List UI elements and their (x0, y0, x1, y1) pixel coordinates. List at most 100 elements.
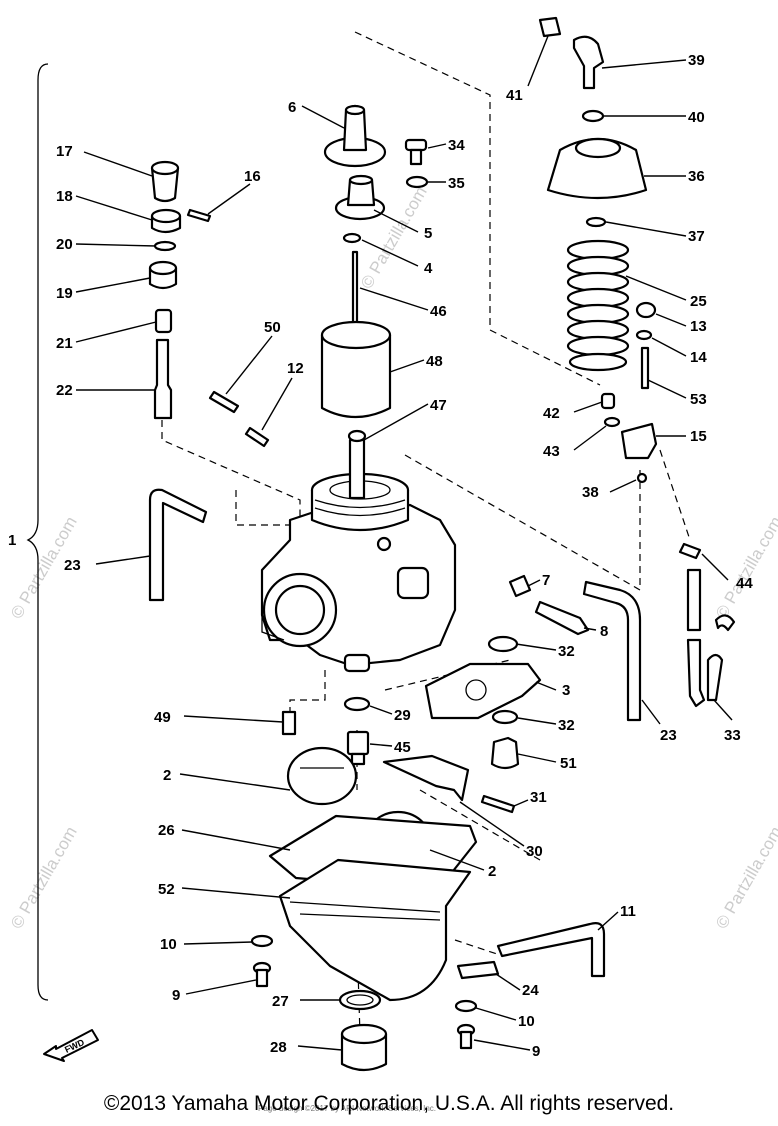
throttle-valve-spring (566, 239, 630, 372)
mixing-chamber-top (323, 104, 387, 168)
callout-40: 40 (688, 109, 705, 126)
float-pin (480, 794, 516, 814)
callout-11: 11 (620, 903, 636, 920)
callout-33: 33 (724, 727, 741, 744)
carburetor-body (260, 472, 457, 673)
design-credit: Page design ©2017 by ARI Network Service… (258, 1104, 436, 1113)
callout-13: 13 (690, 318, 707, 335)
callout-24: 24 (522, 982, 539, 999)
float-arm (382, 754, 470, 802)
screw (456, 1023, 476, 1050)
callout-46: 46 (430, 303, 447, 320)
vent-hose (148, 488, 208, 602)
overflow-hose (686, 568, 702, 632)
washer (454, 999, 478, 1013)
ball (636, 472, 648, 484)
hose-clamp (456, 960, 500, 980)
callout-39: 39 (688, 52, 705, 69)
needle-jet-holder (347, 429, 367, 500)
callout-31: 31 (530, 789, 547, 806)
screw (635, 301, 657, 319)
callout-51: 51 (560, 755, 577, 772)
callout-36: 36 (688, 168, 705, 185)
callout-53: 53 (690, 391, 707, 408)
callout-38: 38 (582, 484, 599, 501)
callout-2: 2 (163, 767, 171, 784)
callout-labels: 1 2 2 3 4 5 6 7 8 9 9 10 10 11 12 13 14 … (8, 52, 753, 1060)
throttle-stop-screw (208, 390, 240, 414)
callout-4: 4 (424, 260, 433, 277)
callout-34: 34 (448, 137, 465, 154)
leader-lines (75, 35, 733, 1051)
callout-10: 10 (160, 936, 177, 953)
overflow-hose (706, 653, 724, 702)
assembly-guide-line (161, 420, 301, 520)
screw (404, 138, 428, 166)
callout-8: 8 (600, 623, 608, 640)
screw (252, 961, 272, 988)
callout-21: 21 (56, 335, 73, 352)
washer (491, 709, 519, 725)
callout-7: 7 (542, 572, 550, 589)
callout-23: 23 (660, 727, 677, 744)
hose-clip (678, 542, 702, 560)
washer (250, 934, 274, 948)
callout-25: 25 (690, 293, 707, 310)
clip (585, 216, 607, 228)
float-chamber (278, 858, 472, 1002)
callout-20: 20 (56, 236, 73, 253)
callout-42: 42 (543, 405, 560, 422)
callout-9: 9 (532, 1043, 540, 1060)
hose-clip (714, 614, 736, 632)
pin (186, 208, 212, 223)
callout-10: 10 (518, 1013, 535, 1030)
washer (405, 175, 429, 189)
copyright-text: ©2013 Yamaha Motor Corporation, U.S.A. A… (103, 1092, 675, 1115)
washer (603, 416, 621, 428)
nut (508, 574, 532, 598)
callout-12: 12 (287, 360, 304, 377)
overflow-hose (686, 638, 706, 708)
callout-26: 26 (158, 822, 175, 839)
forward-arrow-icon: FWD (43, 1029, 99, 1062)
pilot-jet (281, 710, 297, 736)
float (286, 746, 358, 806)
callout-41: 41 (506, 87, 523, 104)
assembly-guide-line (354, 31, 601, 386)
callout-3: 3 (562, 682, 570, 699)
callout-45: 45 (394, 739, 411, 756)
washer (487, 635, 519, 653)
gasket (424, 662, 542, 720)
pilot-air-screw (534, 600, 590, 636)
washer (343, 696, 371, 712)
callout-27: 27 (272, 993, 289, 1010)
jet-needle (351, 250, 359, 332)
vent-hose (582, 580, 642, 722)
callout-30: 30 (526, 843, 543, 860)
callout-15: 15 (690, 428, 707, 445)
cable-elbow (572, 35, 605, 90)
assembly-guide-line (419, 789, 541, 956)
callout-19: 19 (56, 285, 73, 302)
plate (334, 174, 386, 221)
callout-18: 18 (56, 188, 73, 205)
needle-valve (490, 736, 520, 770)
callout-49: 49 (154, 709, 171, 726)
cable-bracket (620, 422, 658, 460)
clip (342, 232, 362, 244)
starter-cap (150, 160, 180, 203)
assembly-guide-line (235, 490, 300, 526)
callout-5: 5 (424, 225, 432, 242)
spring-body (154, 308, 173, 334)
callout-43: 43 (543, 443, 560, 460)
callout-9: 9 (172, 987, 180, 1004)
main-jet (346, 730, 370, 766)
callout-52: 52 (158, 881, 175, 898)
throttle-valve (320, 320, 392, 418)
washer (635, 329, 653, 341)
assembly-guide-line (404, 454, 641, 592)
clip (153, 240, 177, 252)
callout-23: 23 (64, 557, 81, 574)
spring (244, 426, 270, 448)
